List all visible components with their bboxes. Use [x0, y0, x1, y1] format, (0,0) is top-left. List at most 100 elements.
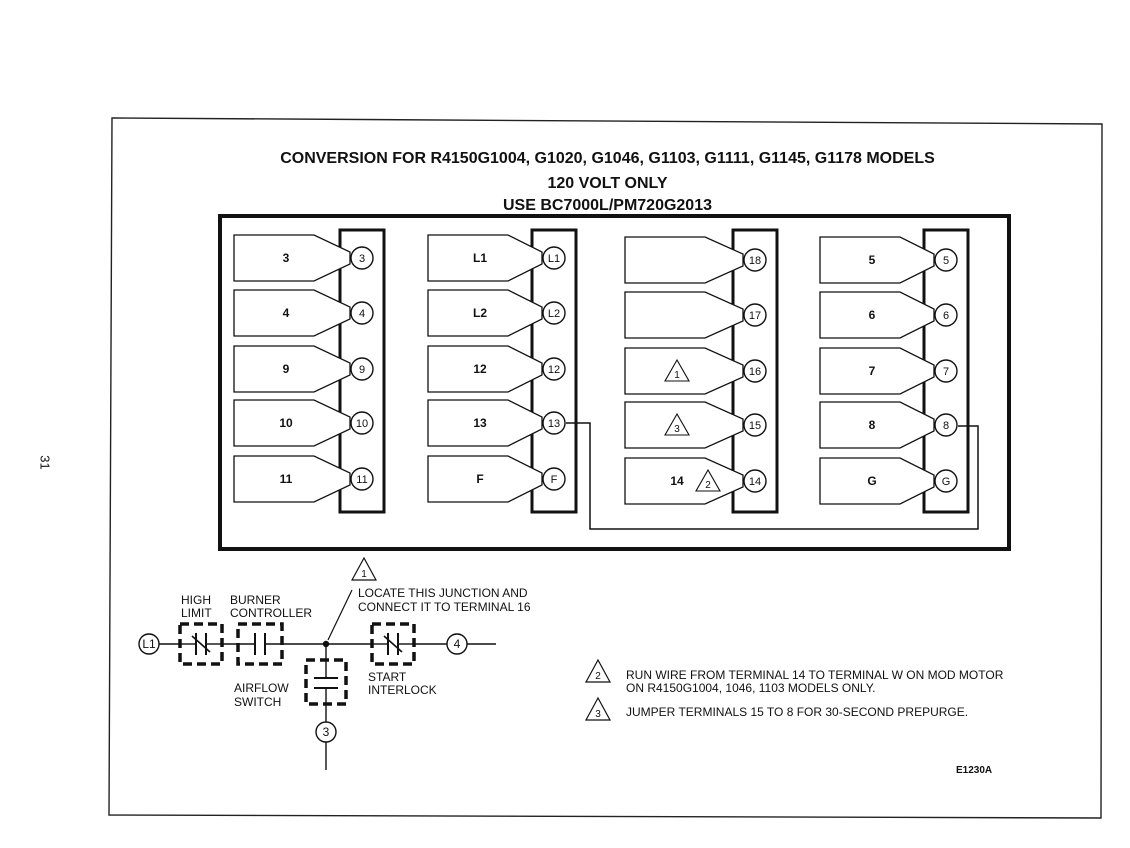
burner-label-2: CONTROLLER	[230, 606, 312, 620]
terminal-number: 7	[943, 366, 949, 378]
wire-tag-label: 3	[283, 251, 290, 265]
wire-tag-label: 6	[869, 308, 876, 322]
wire-tag	[819, 291, 935, 339]
terminal-number: 9	[359, 364, 365, 376]
figure-code: E1230A	[956, 765, 992, 776]
terminal-screw	[934, 303, 958, 327]
wire-tag	[233, 455, 351, 503]
note-marker-triangle	[664, 358, 690, 382]
terminal-screw	[934, 469, 958, 493]
note1-triangle	[350, 556, 378, 581]
notes: 2 RUN WIRE FROM TERMINAL 14 TO TERMINAL …	[584, 658, 1004, 721]
wire-tag	[624, 291, 744, 339]
interlock-slash	[383, 635, 403, 653]
note1-leader	[327, 589, 353, 641]
terminal-number: 5	[943, 255, 949, 267]
terminal-screw	[350, 301, 374, 325]
terminal-number: 15	[749, 420, 761, 432]
terminal-screw	[743, 359, 767, 383]
burner-label-1: BURNER	[230, 593, 281, 607]
wire-tag	[427, 455, 543, 503]
terminal-number: 8	[943, 420, 949, 432]
note-marker-number: 3	[674, 424, 680, 435]
note-marker-number: 1	[674, 370, 680, 381]
wire-tag	[427, 345, 543, 393]
terminal-screw	[350, 246, 374, 270]
wire-tag	[427, 234, 543, 282]
terminal-number: 3	[359, 253, 365, 265]
wire-tag-label: 9	[283, 362, 290, 376]
wire-tag	[624, 457, 744, 505]
wire-tag-label: 5	[869, 253, 876, 267]
terminal-screw	[542, 467, 566, 491]
high-limit-slash	[191, 635, 211, 653]
high-limit-label-1: HIGH	[181, 593, 211, 607]
terminal-number: 17	[749, 310, 761, 322]
terminal-screw	[934, 413, 958, 437]
terminal-screw	[934, 248, 958, 272]
terminal-number: G	[942, 476, 951, 488]
airflow-label-1: AIRFLOW	[234, 681, 289, 695]
terminal-number: 13	[548, 418, 560, 430]
wire-tag	[233, 234, 351, 282]
wire-tag	[233, 399, 351, 447]
wire-tag-label: L2	[473, 306, 487, 320]
terminal-screw	[743, 469, 767, 493]
wire-tag	[819, 236, 935, 284]
terminal-screw	[743, 248, 767, 272]
terminal-4-label: 4	[454, 637, 461, 651]
note2-triangle	[584, 658, 612, 683]
wire-tag	[624, 236, 744, 284]
note-marker-triangle	[664, 412, 690, 436]
high-limit-label-2: LIMIT	[181, 606, 212, 620]
title-line-1: CONVERSION FOR R4150G1004, G1020, G1046,…	[280, 150, 935, 167]
note2-line2: ON R4150G1004, 1046, 1103 MODELS ONLY.	[626, 681, 875, 695]
terminal-number: 14	[749, 476, 761, 488]
wire-tag-label: 4	[283, 306, 290, 320]
wire-tag	[427, 399, 543, 447]
terminal-number: 18	[749, 255, 761, 267]
l1-terminal-label: L1	[142, 637, 156, 651]
title-line-2: 120 VOLT ONLY	[547, 175, 668, 192]
ladder-schematic: L1 1 LOCATE THIS JUNCTION AND CONNECT IT…	[138, 556, 531, 770]
wire-tag	[233, 289, 351, 337]
note1-marker: 1	[361, 569, 367, 580]
note1-text-line2: CONNECT IT TO TERMINAL 16	[358, 600, 531, 614]
wire-tag	[819, 457, 935, 505]
note-marker-triangle	[695, 468, 721, 492]
wire-tag-label: 12	[473, 362, 487, 376]
terminal-number: 16	[749, 366, 761, 378]
terminal-screw	[542, 357, 566, 381]
terminal-screw	[743, 303, 767, 327]
wire-tag	[819, 347, 935, 395]
terminal-screw	[542, 246, 566, 270]
wire-tag	[427, 289, 543, 337]
wire-tag	[624, 401, 744, 449]
terminal-3-label: 3	[323, 725, 330, 739]
wire-tag-label: G	[867, 474, 876, 488]
wire-tag	[624, 347, 744, 395]
wire-tag-label: 10	[279, 416, 293, 430]
wire-tag	[233, 345, 351, 393]
wire-tag-label: 13	[473, 416, 487, 430]
terminal-screw	[350, 467, 374, 491]
note2-line1: RUN WIRE FROM TERMINAL 14 TO TERMINAL W …	[626, 668, 1004, 682]
note3-line1: JUMPER TERMINALS 15 TO 8 FOR 30-SECOND P…	[626, 705, 968, 719]
wire-tag-label: 7	[869, 364, 876, 378]
terminal-number: F	[551, 474, 558, 486]
terminal-screw	[350, 357, 374, 381]
terminal-number: 4	[359, 308, 365, 320]
terminal-number: 6	[943, 310, 949, 322]
terminal-number: 12	[548, 364, 560, 376]
wire-tag-label: 8	[869, 418, 876, 432]
start-label-1: START	[368, 670, 407, 684]
title-line-3: USE BC7000L/PM720G2013	[503, 197, 712, 214]
outer-frame	[108, 117, 1103, 819]
terminal-number: 10	[356, 418, 368, 430]
wire-tag-label: 14	[670, 474, 684, 488]
terminal-screw	[934, 359, 958, 383]
terminal-4-circle	[446, 633, 468, 655]
terminal-number: L2	[548, 308, 560, 320]
